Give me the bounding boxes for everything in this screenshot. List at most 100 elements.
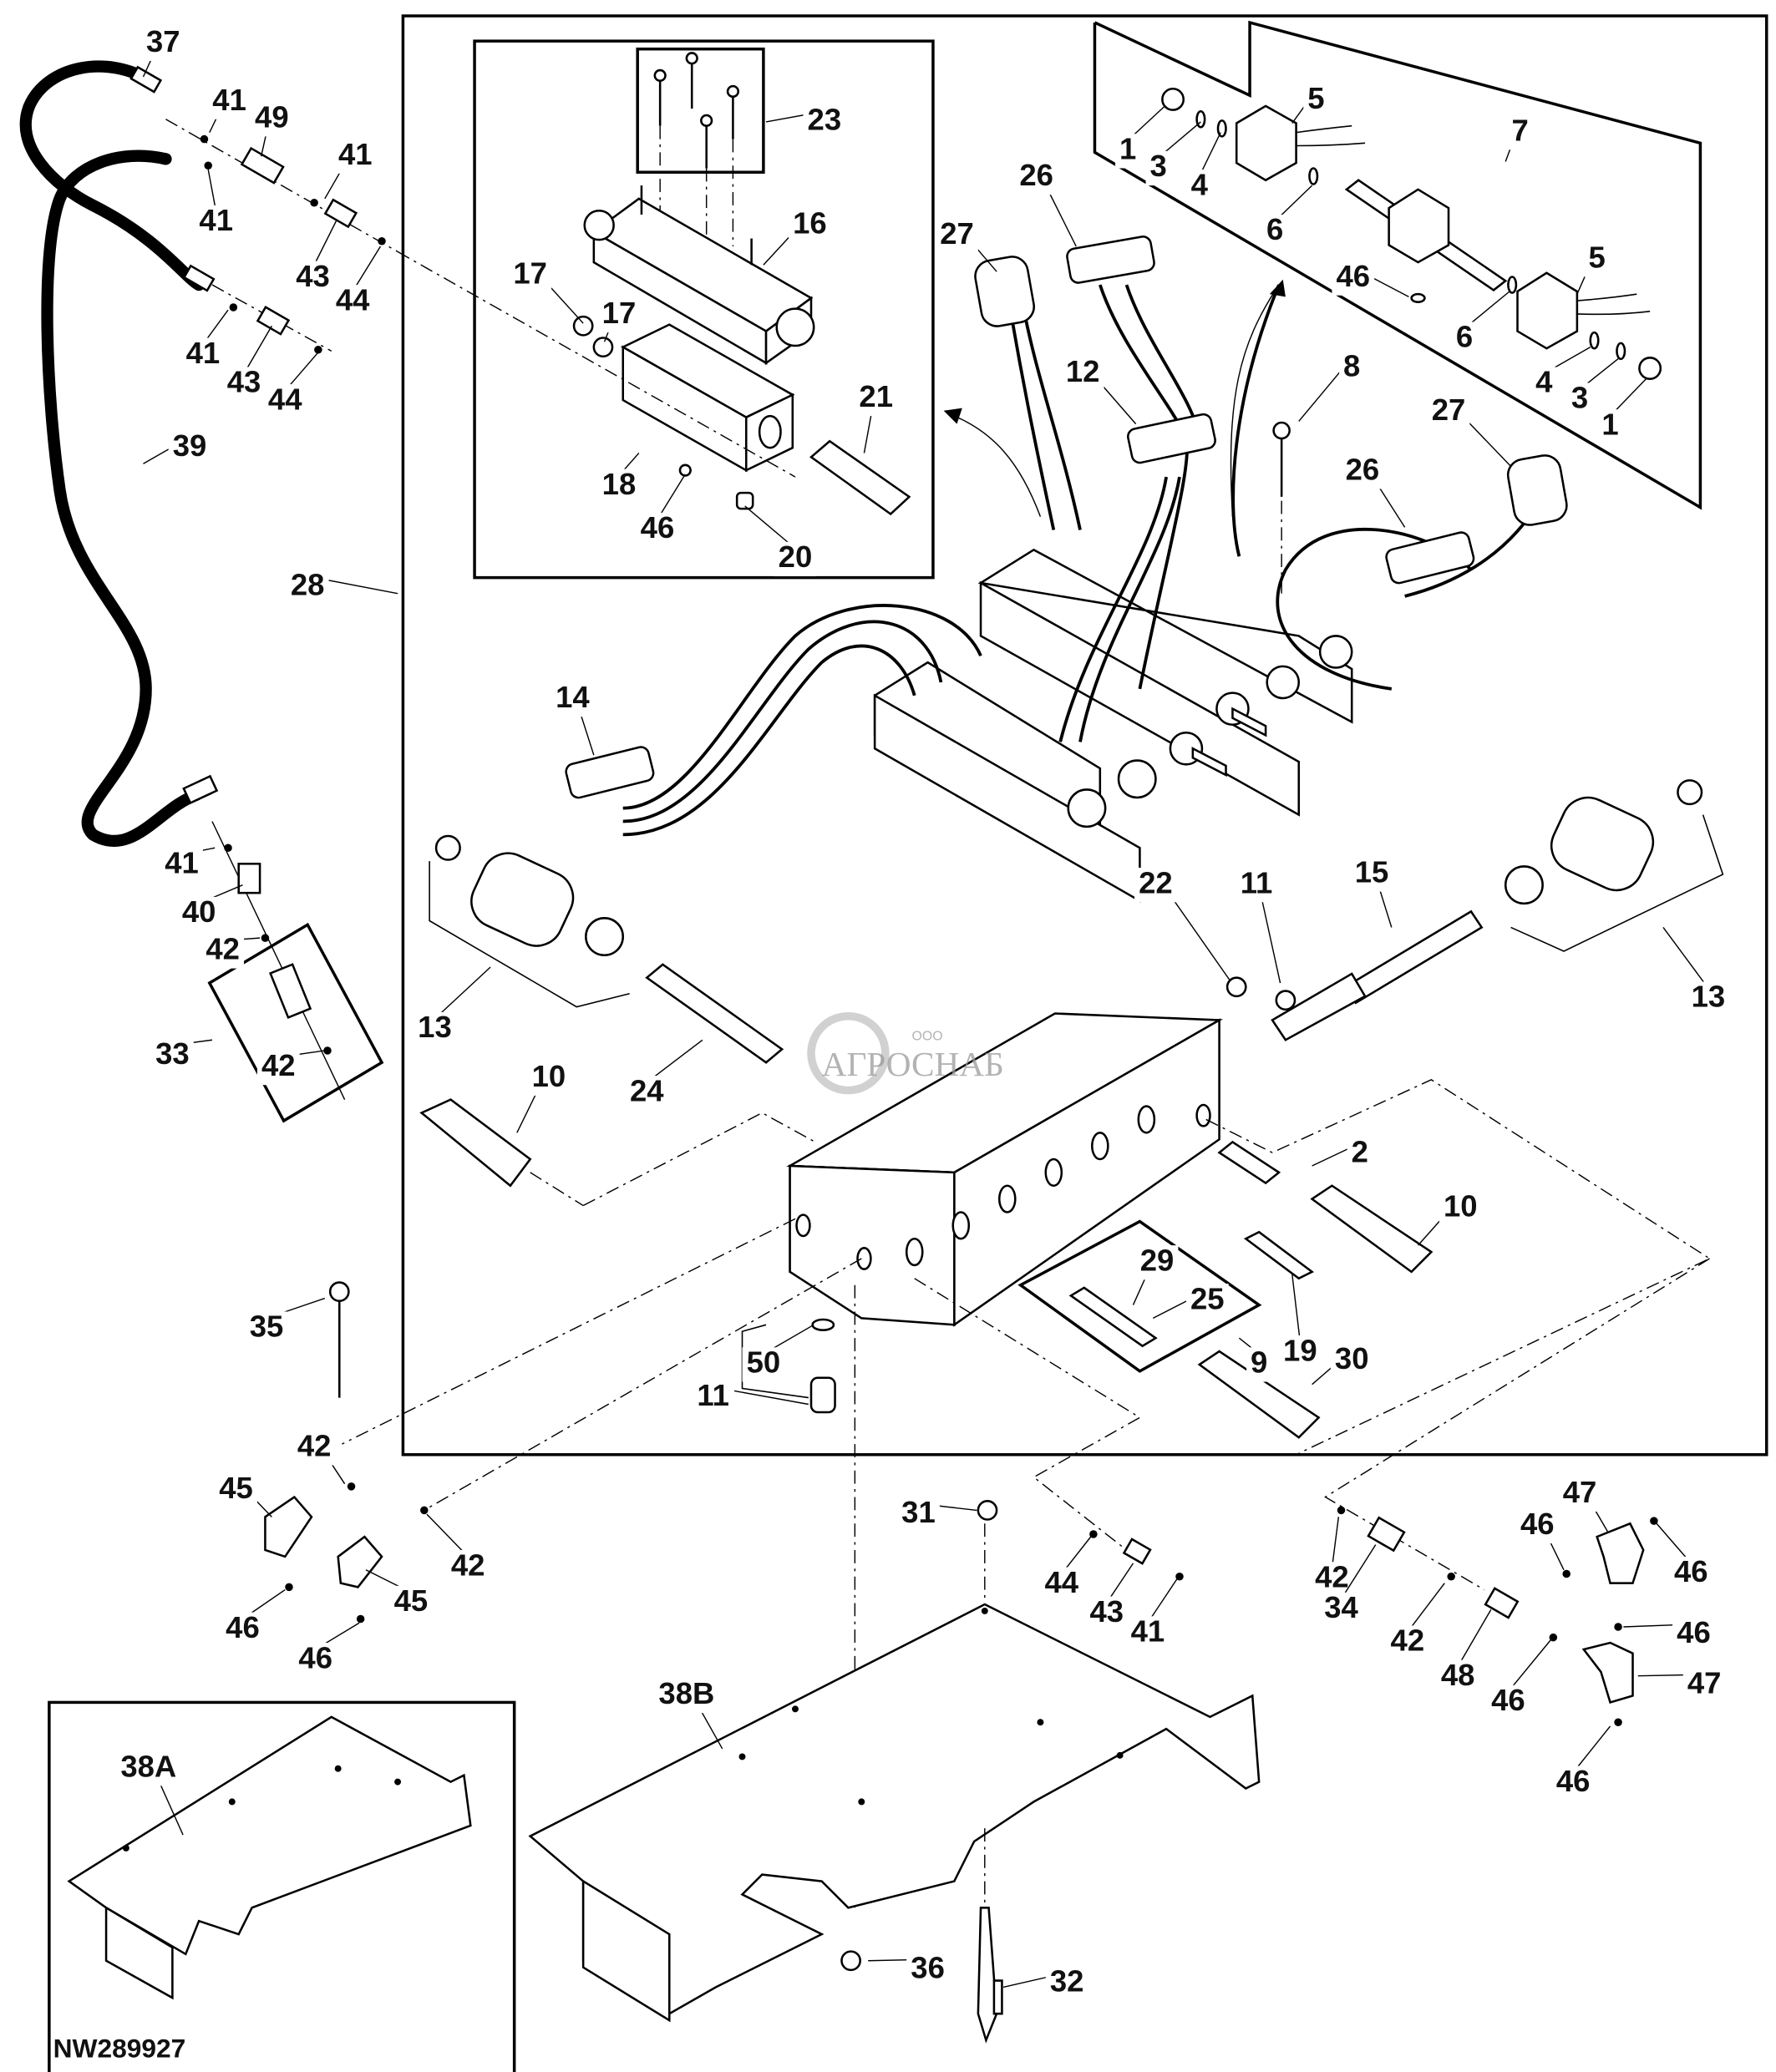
relief-valve-icon	[809, 439, 911, 516]
callout-label: 3	[1571, 381, 1588, 415]
callout-label-bg	[1350, 857, 1393, 892]
cap-screw-icon	[653, 52, 740, 260]
callout-24: 24	[625, 1039, 703, 1111]
callout-label: 17	[513, 256, 547, 291]
callout-label: 6	[1266, 212, 1283, 246]
callout-label-bg	[181, 337, 225, 372]
callout-10: 10	[1417, 1188, 1482, 1246]
callout-label: 32	[1050, 1963, 1084, 1998]
watermark-name: АГРОСНАБ	[822, 1045, 1004, 1083]
callout-5: 5	[1576, 241, 1610, 295]
callout-leader	[1331, 1517, 1340, 1569]
callout-label-bg	[1186, 170, 1212, 205]
callout-label: 16	[793, 205, 827, 240]
callout-label: 50	[747, 1345, 781, 1380]
callout-label-bg	[245, 1311, 288, 1346]
nut-icon	[572, 315, 594, 337]
callout-label: 2	[1352, 1134, 1368, 1168]
callout-label-bg	[1687, 981, 1730, 1016]
callout-label-bg	[1515, 1508, 1559, 1544]
callout-11: 11	[1235, 865, 1281, 984]
callout-label: 15	[1355, 855, 1389, 889]
cartridge-10-right	[1205, 1079, 1711, 1454]
callout-label: 29	[1140, 1243, 1175, 1277]
callout-leader	[243, 325, 272, 374]
callout-label: 43	[1089, 1594, 1124, 1629]
callout-32: 32	[1002, 1963, 1088, 2001]
callout-27: 27	[1427, 393, 1512, 467]
callout-48: 48	[1436, 1609, 1492, 1695]
nut-icon	[1161, 88, 1185, 111]
union-fitting-icon	[240, 146, 285, 185]
callout-41: 41	[181, 309, 229, 372]
callout-42: 42	[256, 1048, 325, 1086]
callout-label: 8	[1343, 349, 1360, 383]
callout-label-bg	[657, 1678, 717, 1714]
callout-label: 33	[155, 1036, 190, 1071]
callout-label: 13	[418, 1010, 452, 1044]
cartridge-10-left	[419, 1098, 816, 1207]
callout-43: 43	[1085, 1563, 1134, 1631]
callout-label-bg	[292, 1431, 336, 1466]
callout-label: 6	[1456, 320, 1473, 354]
callout-label: 1	[1601, 407, 1618, 441]
callout-label-bg	[201, 934, 245, 969]
callout-label-bg	[1332, 261, 1375, 296]
callout-label-bg	[1439, 1191, 1482, 1226]
callout-label-bg	[1669, 1556, 1713, 1592]
callout-label: 14	[556, 680, 590, 714]
callout-3: 3	[1566, 357, 1621, 418]
fittings-right	[1337, 1506, 1658, 1726]
callout-label: 26	[1019, 158, 1053, 192]
callout-label-bg	[1341, 454, 1384, 489]
callout-label: 39	[173, 428, 207, 463]
adapter-fitting-icon	[256, 305, 291, 336]
callout-30: 30	[1312, 1341, 1373, 1386]
callout-label: 40	[182, 894, 216, 929]
callout-label-bg	[119, 1751, 179, 1786]
callout-26: 26	[1341, 452, 1406, 528]
callout-31: 31	[897, 1495, 977, 1532]
callout-label-bg	[1347, 1137, 1373, 1172]
callout-label: 41	[1131, 1614, 1165, 1649]
callout-label-bg	[151, 1038, 194, 1073]
callout-label-bg	[1135, 1245, 1179, 1280]
callout-46: 46	[294, 1622, 360, 1678]
callout-label: 18	[602, 467, 637, 501]
callout-21: 21	[855, 379, 898, 453]
check-kit-inset	[1017, 1219, 1321, 1439]
callout-label: 27	[1432, 393, 1466, 427]
callout-1: 1	[1597, 377, 1648, 444]
solenoid-coil-icon	[1516, 271, 1651, 350]
callout-label: 43	[296, 259, 330, 293]
callout-leader	[207, 169, 217, 212]
callout-label: 42	[206, 932, 240, 966]
callout-label: 46	[226, 1610, 260, 1644]
callout-label: 38A	[120, 1749, 176, 1783]
callout-39: 39	[143, 428, 211, 465]
callout-label: 44	[268, 382, 302, 416]
callout-label-bg	[208, 84, 251, 119]
callout-23: 23	[765, 103, 846, 139]
callout-label: 30	[1335, 1341, 1369, 1375]
coil-kit-inset	[1093, 20, 1702, 510]
callout-50: 50	[742, 1324, 814, 1382]
callout-label-bg	[855, 381, 898, 417]
callout-leader	[657, 474, 686, 520]
callout-label-bg	[1303, 83, 1329, 119]
callout-41: 41	[160, 846, 216, 883]
callout-15: 15	[1350, 855, 1393, 928]
callout-leader	[1507, 1639, 1551, 1693]
callout-label-bg	[1386, 1625, 1429, 1660]
callout-leader	[1662, 926, 1709, 989]
callout-11: 11	[692, 1378, 809, 1416]
callout-label: 46	[1677, 1615, 1711, 1649]
callout-label: 38B	[658, 1676, 714, 1710]
callout-label: 25	[1190, 1281, 1225, 1315]
callout-label-bg	[294, 1643, 337, 1678]
callout-label-bg	[906, 1953, 949, 1988]
callout-6: 6	[1451, 291, 1510, 357]
callout-33: 33	[151, 1036, 213, 1073]
callout-leader	[1340, 1544, 1377, 1600]
